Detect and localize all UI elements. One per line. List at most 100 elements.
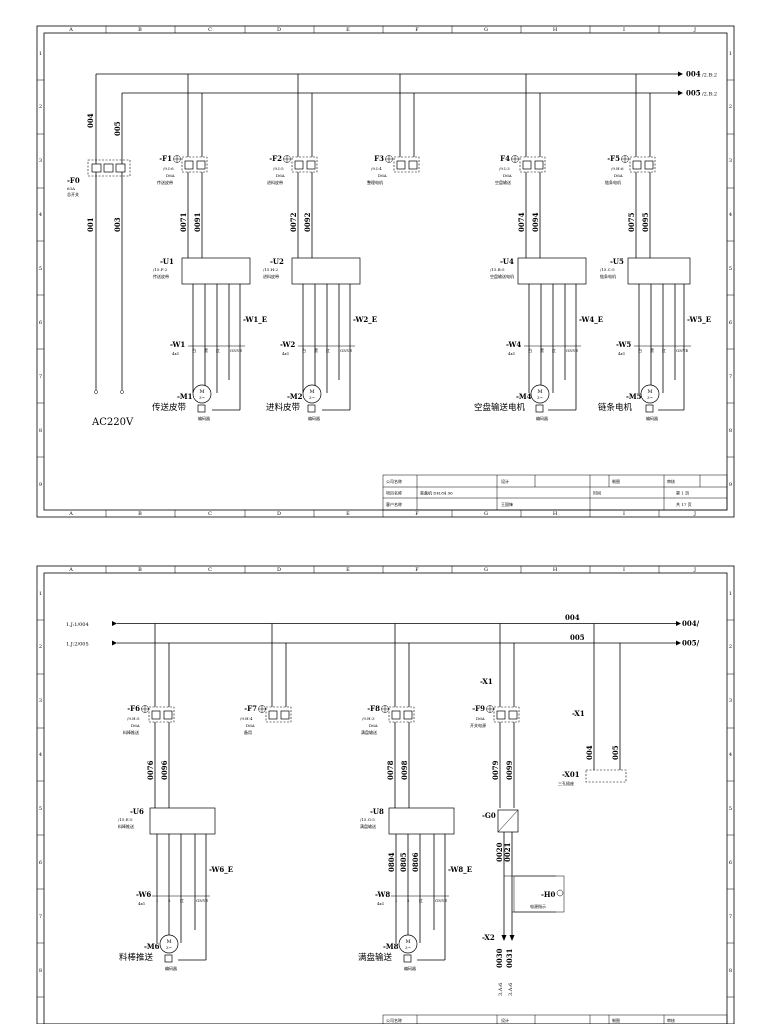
breaker-tag: -F7 (244, 704, 257, 713)
cable-spec: 4x1 (138, 901, 145, 906)
wire-label: 0099 (505, 760, 514, 780)
row-label: 6 (729, 860, 732, 866)
inverter-tag: -U8 (370, 807, 384, 816)
core-label: 红 (419, 897, 423, 903)
row-label: 4 (729, 752, 732, 758)
core-label: 红 (216, 347, 220, 353)
motor-sub: 3~ (405, 945, 411, 950)
incoming-ref-004: 1.J:1/004 (66, 622, 89, 628)
motor-tag: -M1 (177, 392, 193, 401)
arrow-icon (676, 640, 681, 646)
core-label: 白 (638, 347, 642, 353)
title-block-sheet-2: 公司名称 设计 制图 审核 (382, 1014, 728, 1024)
core-label: 红 (662, 347, 666, 353)
motor-icon (302, 384, 322, 404)
cable-tag: -W8 (375, 890, 390, 899)
title-customer-label: 客户名称 (386, 501, 402, 507)
title-time-label: 时间 (593, 490, 601, 496)
motor-name: 空盘输送电机 (474, 402, 526, 413)
row-label: 7 (729, 374, 732, 380)
breaker-rating: D6A (378, 173, 387, 178)
sheet-2-column-labels: A B C D E F G H I J (68, 567, 696, 573)
wire-label: 0091 (193, 212, 202, 232)
col-label: E (346, 511, 350, 517)
col-label: J (693, 27, 696, 33)
core-label: 红 (326, 347, 330, 353)
sheet-2: A B C D E F G H I J 1 2 3 4 5 6 7 8 1 2 … (36, 565, 735, 1024)
breaker-ref: /9.H:5 (127, 716, 140, 721)
title-design-label: 设计 (501, 1017, 509, 1023)
cross-ref-004-target: /2.B:2 (702, 73, 717, 79)
core-label: 白 (302, 347, 306, 353)
row-label: 6 (39, 320, 42, 326)
wire-label: 0076 (146, 760, 155, 780)
breaker-tag: -F6 (127, 704, 140, 713)
encoder-label: 编码器 (165, 965, 177, 971)
encoder-label: 编码器 (308, 415, 320, 421)
arrow-icon (678, 71, 683, 77)
cable-tag: -W6 (136, 890, 151, 899)
wire-label: 0071 (179, 212, 188, 232)
col-label: J (693, 567, 696, 573)
motor-icon (192, 384, 212, 404)
col-label: C (208, 511, 212, 517)
col-label: A (68, 27, 73, 33)
motor-name: 满盘输送 (358, 952, 393, 963)
motor-name: 链条电机 (598, 402, 633, 413)
core-label: 红 (552, 347, 556, 353)
shield-tag: -W1_E (243, 315, 267, 324)
terminal-tag: -X1 (572, 709, 585, 718)
core-label: 黑 (540, 348, 544, 353)
shield-tag: -W6_E (209, 865, 233, 874)
row-label: 1 (729, 51, 732, 57)
inverter-desc: 进料皮带 (263, 273, 279, 279)
inverter-desc: 链条电机 (600, 273, 616, 279)
breaker-rating: D6A (166, 173, 175, 178)
wire-label: 0021 (503, 842, 512, 862)
row-label: 5 (39, 266, 42, 272)
wire-label: 0092 (303, 212, 312, 232)
main-switch-f0: 004 005 -F0 63A 总开关 001 003 AC220V (67, 74, 134, 428)
row-label: 8 (39, 968, 42, 974)
arrow-icon (112, 640, 117, 646)
inverter-ref: /15.F:2 (153, 267, 168, 272)
wire-label: 0079 (491, 760, 500, 780)
col-label: C (208, 27, 212, 33)
encoder-label: 编码器 (198, 415, 210, 421)
col-label: F (415, 567, 419, 573)
row-label: 6 (39, 860, 42, 866)
circuit-f6: -F6 /9.H:5 D6A 料棒推送 0076 0096 -U6 /15.E:… (118, 623, 233, 971)
inverter-tag: -U6 (130, 807, 144, 816)
motor-symbol: M (647, 389, 652, 395)
socket-x01: -X1 004 005 -X01 三孔插座 (558, 623, 627, 786)
cable-spec: 4x1 (377, 901, 384, 906)
motor-symbol: M (405, 939, 410, 945)
motor-name: 传送皮带 (152, 402, 187, 413)
sheet-1-row-labels: 1 2 3 4 5 6 7 8 9 1 2 3 4 5 6 7 8 9 (39, 51, 732, 488)
cable-spec: 4x1 (282, 351, 289, 356)
breaker-desc: 满盘输送 (361, 729, 377, 735)
cable-spec: 4x1 (172, 351, 179, 356)
row-label: 2 (729, 644, 732, 650)
row-label: 5 (729, 266, 732, 272)
sheet-2-outer-border (36, 565, 735, 1024)
breaker-ref: /9.H:6 (611, 166, 624, 171)
row-label: 2 (39, 104, 42, 110)
row-label: 5 (39, 806, 42, 812)
wire-label-004: 004 (86, 113, 95, 128)
cross-ref-004: 004/ (682, 619, 700, 628)
row-label: 9 (39, 482, 42, 488)
breaker-tag: -F1 (159, 154, 172, 163)
lamp-desc: 电源指示 (530, 903, 546, 909)
row-label: 3 (729, 158, 732, 164)
motor-tag: -M4 (516, 392, 532, 401)
motor-name: 进料皮带 (266, 402, 301, 413)
main-switch-rating: 63A (67, 186, 75, 191)
sheet-1: A B C D E F G H I J A B C D E F G H I J … (36, 25, 735, 518)
row-label: 2 (729, 104, 732, 110)
inverter-ref: /15.B:5 (490, 267, 505, 272)
arrow-icon (112, 621, 117, 626)
col-label: E (346, 27, 350, 33)
title-review-label: 审核 (667, 478, 675, 484)
cable-spec: 4x1 (618, 351, 625, 356)
